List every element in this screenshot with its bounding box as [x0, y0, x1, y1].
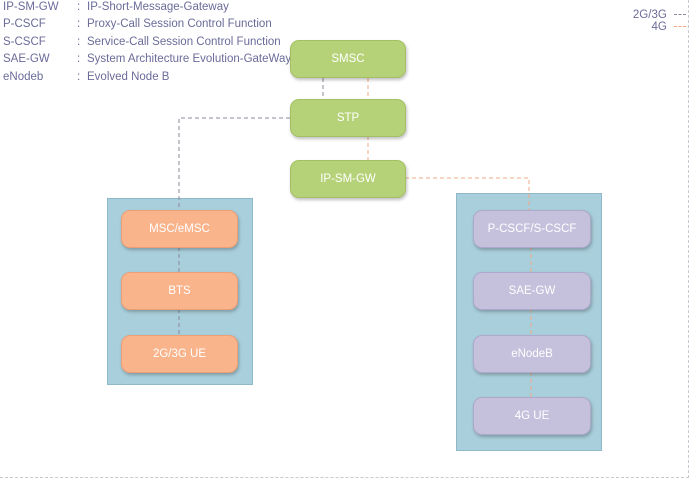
2g3g-ue-label: 2G/3G UE	[152, 348, 207, 360]
smsc-node[interactable]: SMSC	[290, 40, 406, 78]
glossary-abbr: P-CSCF	[3, 18, 46, 30]
legend-item-4g: 4G	[651, 21, 686, 33]
link-stp-msc-2g3g	[178, 117, 290, 210]
link-ipsmgw-cscf-4g	[405, 177, 530, 210]
ip-sm-gw-node[interactable]: IP-SM-GW	[290, 160, 406, 198]
glossary-colon: :	[77, 1, 81, 13]
glossary-definition: System Architecture Evolution-GateWay	[87, 53, 292, 65]
stp-node[interactable]: STP	[290, 99, 406, 137]
legend-label: 2G/3G	[632, 9, 667, 21]
sae-gw-label: SAE-GW	[508, 285, 556, 297]
glossary-colon: :	[77, 71, 81, 83]
glossary-abbr: S-CSCF	[3, 36, 46, 48]
ip-sm-gw-label: IP-SM-GW	[320, 173, 376, 185]
glossary-row: P-CSCF : Proxy-Call Session Control Func…	[3, 17, 303, 31]
enodeb-label: eNodeB	[511, 348, 553, 360]
glossary-colon: :	[77, 53, 81, 65]
legend-label: 4G	[651, 21, 667, 33]
glossary-row: S-CSCF : Service-Call Session Control Fu…	[3, 35, 303, 49]
enodeb-node[interactable]: eNodeB	[473, 335, 591, 373]
sae-gw-node[interactable]: SAE-GW	[473, 272, 591, 310]
glossary-abbr: eNodeb	[3, 71, 44, 83]
smsc-label: SMSC	[331, 53, 365, 65]
bts-node[interactable]: BTS	[121, 272, 238, 310]
glossary-abbr: SAE-GW	[3, 53, 50, 65]
glossary-row: SAE-GW : System Architecture Evolution-G…	[3, 52, 303, 66]
p-cscf-s-cscf-label: P-CSCF/S-CSCF	[487, 223, 577, 235]
glossary-definition: Proxy-Call Session Control Function	[87, 18, 272, 30]
4g-ue-label: 4G UE	[514, 410, 550, 422]
glossary-row: eNodeb : Evolved Node B	[3, 70, 303, 84]
glossary-definition: IP-Short-Message-Gateway	[87, 1, 229, 13]
4g-ue-node[interactable]: 4G UE	[473, 397, 591, 435]
glossary-row: IP-SM-GW : IP-Short-Message-Gateway	[3, 0, 303, 14]
glossary-definition: Evolved Node B	[87, 71, 170, 83]
p-cscf-s-cscf-node[interactable]: P-CSCF/S-CSCF	[473, 210, 591, 248]
legend-swatch-4g	[674, 26, 686, 28]
glossary-abbr: IP-SM-GW	[3, 1, 59, 13]
legend-item-2g3g: 2G/3G	[633, 9, 686, 21]
2g3g-ue-node[interactable]: 2G/3G UE	[121, 335, 238, 373]
stp-label: STP	[336, 112, 360, 124]
glossary-colon: :	[77, 36, 81, 48]
msc-emsc-label: MSC/eMSC	[149, 223, 210, 235]
glossary-definition: Service-Call Session Control Function	[87, 36, 281, 48]
glossary-colon: :	[77, 18, 81, 30]
legend-swatch-2g3g	[674, 14, 686, 16]
msc-emsc-node[interactable]: MSC/eMSC	[121, 210, 238, 248]
bts-label: BTS	[168, 285, 191, 297]
